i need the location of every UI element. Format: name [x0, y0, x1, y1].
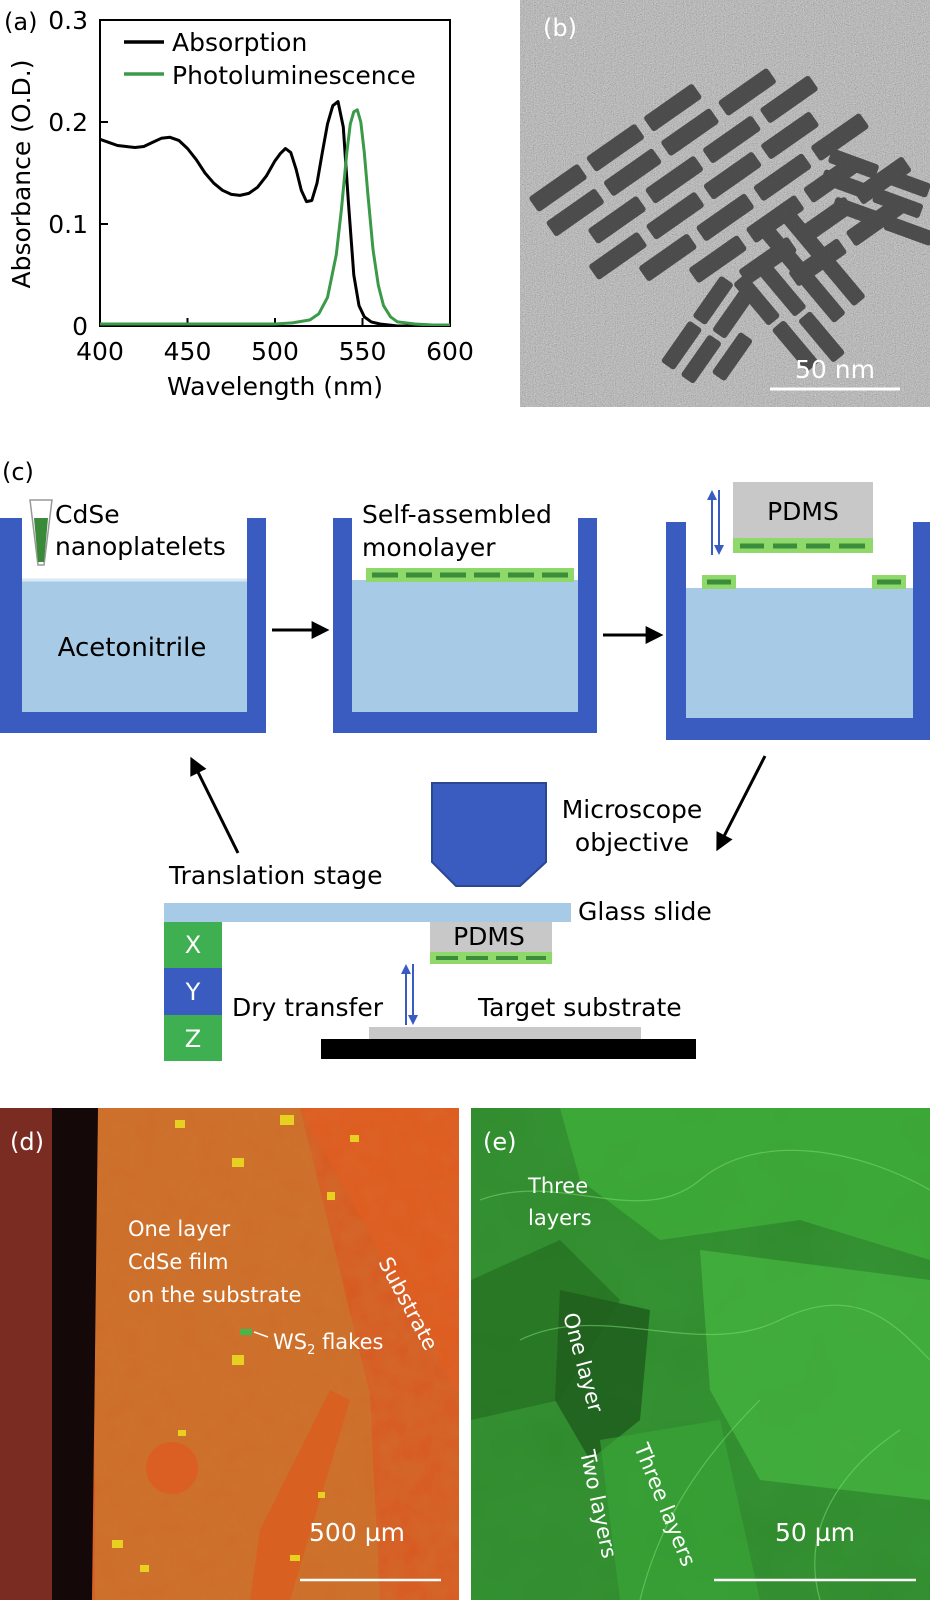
film-label-line3: on the substrate [128, 1283, 301, 1307]
objective-label-line1: Microscope [562, 795, 703, 824]
y-axis-label: Absorbance (O.D.) [7, 60, 36, 289]
glass-slide-label: Glass slide [578, 897, 712, 926]
translation-stage-label: Translation stage [168, 861, 383, 890]
nanoplatelets [529, 68, 930, 384]
panel-b-label: (b) [543, 14, 577, 42]
one-layer-region [555, 1290, 650, 1460]
glass-slide [164, 903, 571, 922]
panel-d-label: (d) [10, 1128, 44, 1156]
stage-z [164, 1015, 222, 1061]
legend-label-absorption: Absorption [172, 28, 307, 57]
pipette-icon [29, 499, 53, 566]
sample-base [321, 1039, 696, 1059]
x-axis-label: Wavelength (nm) [167, 372, 383, 401]
step2-label-line2: monolayer [362, 533, 496, 562]
legend: Absorption Photoluminescence [124, 28, 416, 90]
three-layers-label-line1: Three [527, 1174, 588, 1198]
pdms-label-2: PDMS [453, 922, 525, 951]
liquid-3 [686, 588, 913, 718]
objective-label-line2: objective [575, 828, 689, 857]
y-tick-label: 0 [72, 312, 88, 341]
stage-x-label: X [185, 931, 201, 959]
panel-c-label: (c) [2, 458, 34, 486]
dry-transfer-label: Dry transfer [232, 993, 384, 1022]
series-group [100, 100, 450, 326]
stage-y-label: Y [185, 978, 201, 1006]
x-tick-label: 450 [164, 337, 212, 366]
panel-a-label: (a) [4, 8, 37, 36]
x-tick-labels: 400 450 500 550 600 [76, 337, 474, 366]
step1-label-line2: nanoplatelets [55, 532, 226, 561]
pdms-label: PDMS [767, 497, 839, 526]
scale-bar-d-label: 500 µm [309, 1518, 405, 1547]
series-line-absorption [100, 100, 450, 326]
x-tick-label: 600 [426, 337, 474, 366]
stage-z-label: Z [185, 1025, 201, 1053]
microscope-objective-icon [431, 782, 547, 887]
film-label-line1: One layer [128, 1217, 230, 1241]
panel-e-fluorescence-image: (e) Three layers One layer Two layers Th… [471, 1108, 930, 1600]
monolayer-film [366, 568, 574, 582]
scale-bar-b-label: 50 nm [795, 355, 875, 384]
y-tick-label: 0.3 [48, 6, 88, 35]
scale-bar-e-label: 50 µm [775, 1518, 855, 1547]
liquid-1 [22, 580, 247, 712]
pdms-stamp-2 [430, 922, 552, 952]
edge-region [0, 1108, 52, 1600]
vessel-wall-3 [666, 522, 930, 740]
arrow-back-to-start [190, 756, 240, 854]
panel-a: (a) 0 0.1 0.2 0.3 400 450 500 550 600 Wavelengt… [4, 6, 474, 401]
film-label-line2: CdSe film [128, 1250, 228, 1274]
target-substrate-label: Target substrate [477, 993, 682, 1022]
panel-c: (c) Acetonitrile CdSe nanoplatelets [0, 458, 930, 1061]
target-substrate [369, 1027, 641, 1039]
pdms-stamp [733, 482, 873, 538]
x-tick-label: 500 [251, 337, 299, 366]
ws2-flakes [112, 1115, 359, 1572]
liquid-2 [352, 580, 578, 712]
panel-b-tem-image: (b) 50 nm [520, 0, 930, 407]
vessel-2: Self-assembled monolayer [333, 500, 597, 733]
vessel-1: Acetonitrile CdSe nanoplatelets [0, 499, 266, 733]
y-tick-label: 0.2 [48, 108, 88, 137]
legend-label-pl: Photoluminescence [172, 61, 416, 90]
x-tick-label: 550 [339, 337, 387, 366]
y-tick-label: 0.1 [48, 210, 88, 239]
y-tick-labels: 0 0.1 0.2 0.3 [48, 6, 88, 341]
edge-shadow [52, 1108, 98, 1600]
acetonitrile-label: Acetonitrile [58, 633, 207, 663]
step1-label-line1: CdSe [55, 500, 120, 529]
stage-x [164, 922, 222, 968]
three-layers-label-line2: layers [528, 1206, 592, 1230]
arrow-to-transfer [716, 755, 767, 852]
stage-y [164, 968, 222, 1015]
ws2-flakes-label: WS2 flakes [273, 1330, 383, 1358]
x-tick-label: 400 [76, 337, 124, 366]
panel-d-optical-image: (d) One layer CdSe film on the substrate… [0, 1108, 459, 1600]
vessel-3: PDMS [666, 482, 930, 740]
panel-e-label: (e) [483, 1128, 517, 1156]
step2-label-line1: Self-assembled [362, 500, 552, 529]
series-line-photoluminescence [100, 108, 450, 326]
